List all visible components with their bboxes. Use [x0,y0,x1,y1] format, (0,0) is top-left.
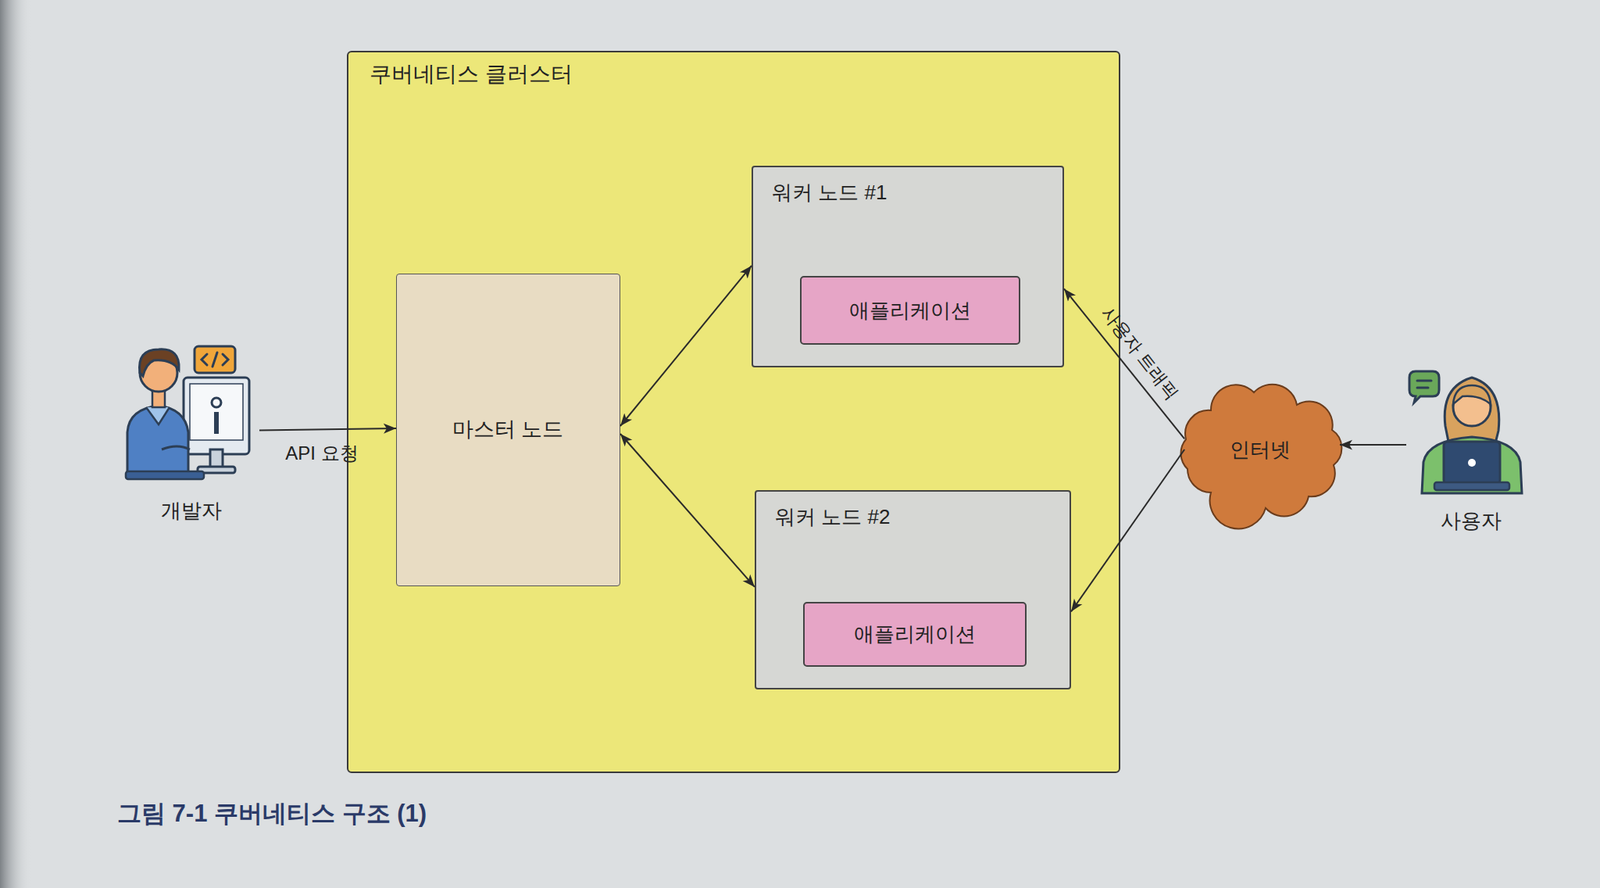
node-label: 쿠버네티스 클러스터 [369,60,573,88]
user-figure-illustration [1406,355,1536,497]
developer-figure-illustration-part [201,352,229,367]
user-figure-illustration-part [1443,441,1500,484]
user-figure-illustration-part [1467,458,1476,467]
developer-figure-illustration-part [161,446,190,450]
user-figure-illustration-part [1434,482,1510,490]
node-label: 사용자 [1440,507,1502,534]
developer-figure-illustration [122,332,260,489]
cluster-region: 쿠버네티스 클러스터마스터 노드워커 노드 #1애플리케이션워커 노드 #2애플… [346,50,1121,773]
edge-label-holder: API 요청 [285,441,358,465]
node-label: 애플리케이션 [853,621,976,647]
developer-figure-illustration-part [127,405,189,478]
worker-node-box: 워커 노드 #2 애플리케이션 [754,489,1072,690]
edge-label: API 요청 [285,441,358,465]
developer-figure-illustration-part [211,397,222,408]
developer-figure-illustration-part [189,383,243,440]
caption-holder: 그림 7-1 쿠버네티스 구조 (1) [117,798,427,829]
figure-caption: 그림 7-1 쿠버네티스 구조 (1) [117,798,427,829]
node-label: 마스터 노드 [452,416,565,443]
developer-figure-illustration-part [125,471,204,479]
node-label: 개발자 [160,497,222,524]
worker-node-box: 워커 노드 #1 애플리케이션 [751,165,1065,368]
master-node-box: 마스터 노드 [396,273,621,586]
developer-figure-illustration-part [183,377,250,454]
developer-figure-illustration-part [194,346,236,373]
node-label: 워커 노드 #1 [771,179,887,206]
page-edge-shadow [0,0,32,888]
internet-cloud-illustration-part [1181,384,1343,529]
user-figure-illustration-part [1409,371,1440,403]
developer-figure: 개발자 [122,332,260,528]
developer-figure-illustration-part [146,407,170,425]
node-label: 애플리케이션 [849,297,972,324]
node-label: 워커 노드 #2 [775,503,890,530]
developer-figure-illustration-part [139,349,180,376]
connector-arrow [1339,443,1407,446]
application-box: 애플리케이션 [803,601,1027,667]
user-figure-illustration-part [1421,436,1522,493]
developer-figure-illustration-part [210,449,223,468]
user-figure-illustration-part [1453,385,1491,404]
node-label: 인터넷 [1229,436,1291,463]
user-figure: 사용자 [1406,355,1536,540]
internet-cloud: 인터넷 [1179,382,1340,516]
user-figure-illustration-part [1417,380,1432,388]
application-box: 애플리케이션 [800,275,1021,345]
developer-figure-illustration-part [214,411,219,434]
